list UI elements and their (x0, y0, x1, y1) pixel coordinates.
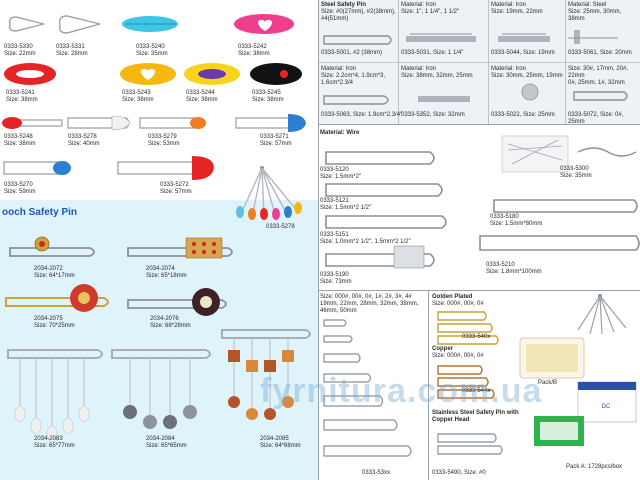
steel-pin-code-2: 0333-5061, Size: 20mm (568, 50, 632, 56)
pin-5272-icon (117, 156, 214, 180)
pack-label: Pack/B (538, 380, 558, 386)
steel-pins-art (323, 30, 628, 105)
brooch-pins-art (5, 236, 311, 443)
pin-box-icon (519, 337, 585, 379)
divider-mid (318, 290, 640, 291)
pin-5241-icon (4, 63, 56, 85)
pin-5330-icon (8, 16, 45, 32)
pin-5270-icon (3, 161, 71, 175)
brooch-2076-icon (127, 288, 227, 316)
divider-top (318, 124, 640, 125)
pin-5243-icon (120, 63, 176, 85)
steel-pin-code: 0333-5001, #2 (38mm) (321, 50, 383, 56)
divider-rt-row (318, 62, 640, 63)
svg-text:DC: DC (602, 404, 611, 410)
pin-5279-icon (139, 117, 206, 129)
divider-bottom (428, 290, 429, 480)
iron-pin-code-1: 0333-5031, Size: 1 1/4" (401, 50, 464, 56)
size-series-code: 0333-53xx (362, 470, 391, 476)
brooch-2072-icon (9, 236, 95, 257)
copper-code: 0333-544x (462, 388, 491, 394)
size-series-info: Size: 000#, 00#, 0#, 1#, 2#, 3#, 4#19mm,… (320, 294, 419, 314)
pin-5248-icon (2, 117, 63, 129)
stainless-title: Stainless Steel Safety Pin with Copper H… (432, 410, 519, 423)
pin-5242-icon (234, 14, 294, 34)
brooch-2084-icon (111, 349, 211, 429)
row2-code-3: 0333-5022, Size: 25mm (491, 112, 555, 118)
row2-code-1: 0333-5063, Size: 1.9cm*2.3/4" (321, 112, 403, 118)
pin-5240-icon (122, 16, 178, 32)
iron-pin-code-2: 0333-5044, Size: 19mm (491, 50, 555, 56)
brooch-2083-icon (7, 349, 103, 443)
row2-code-2: 0333-5352, Size: 32mm (401, 112, 465, 118)
pack-box-icon: DC (577, 381, 637, 423)
pin-5245-icon (250, 63, 302, 85)
brooch-section-title: ooch Safety Pin (2, 207, 78, 218)
watermark: fyrnitura.com.ua (260, 372, 543, 410)
pin-5278-icon (67, 115, 131, 131)
stainless-code: 0333-5490, Size: #0 (432, 470, 486, 476)
brooch-2074-icon (127, 237, 233, 259)
pin-5331-icon (58, 15, 101, 34)
plated-pins-art: DC (437, 294, 637, 455)
colored-pins-art (2, 14, 306, 220)
wire-material: Material: Wire (320, 130, 360, 136)
pin-5271-icon (235, 114, 306, 132)
main-divider (318, 0, 319, 480)
row2-code-4: 0333-5072, Size: 0#, 25mm (568, 112, 624, 125)
green-box-icon (534, 416, 584, 446)
pin-5244-icon (184, 63, 240, 85)
size-series-art (323, 319, 412, 457)
pin-bundle-icon (236, 166, 302, 220)
wire-pins-art (325, 135, 640, 269)
pin-bundle-2-icon (577, 294, 627, 335)
golden-code: 0333-540x (462, 334, 491, 340)
label-5278-bundle: 0333-5278 (266, 224, 295, 230)
brooch-2075-icon (5, 284, 109, 312)
brooch-2085-icon (221, 329, 311, 420)
pack-bottom-label: Pack A: 1728pcs/box (566, 464, 623, 470)
